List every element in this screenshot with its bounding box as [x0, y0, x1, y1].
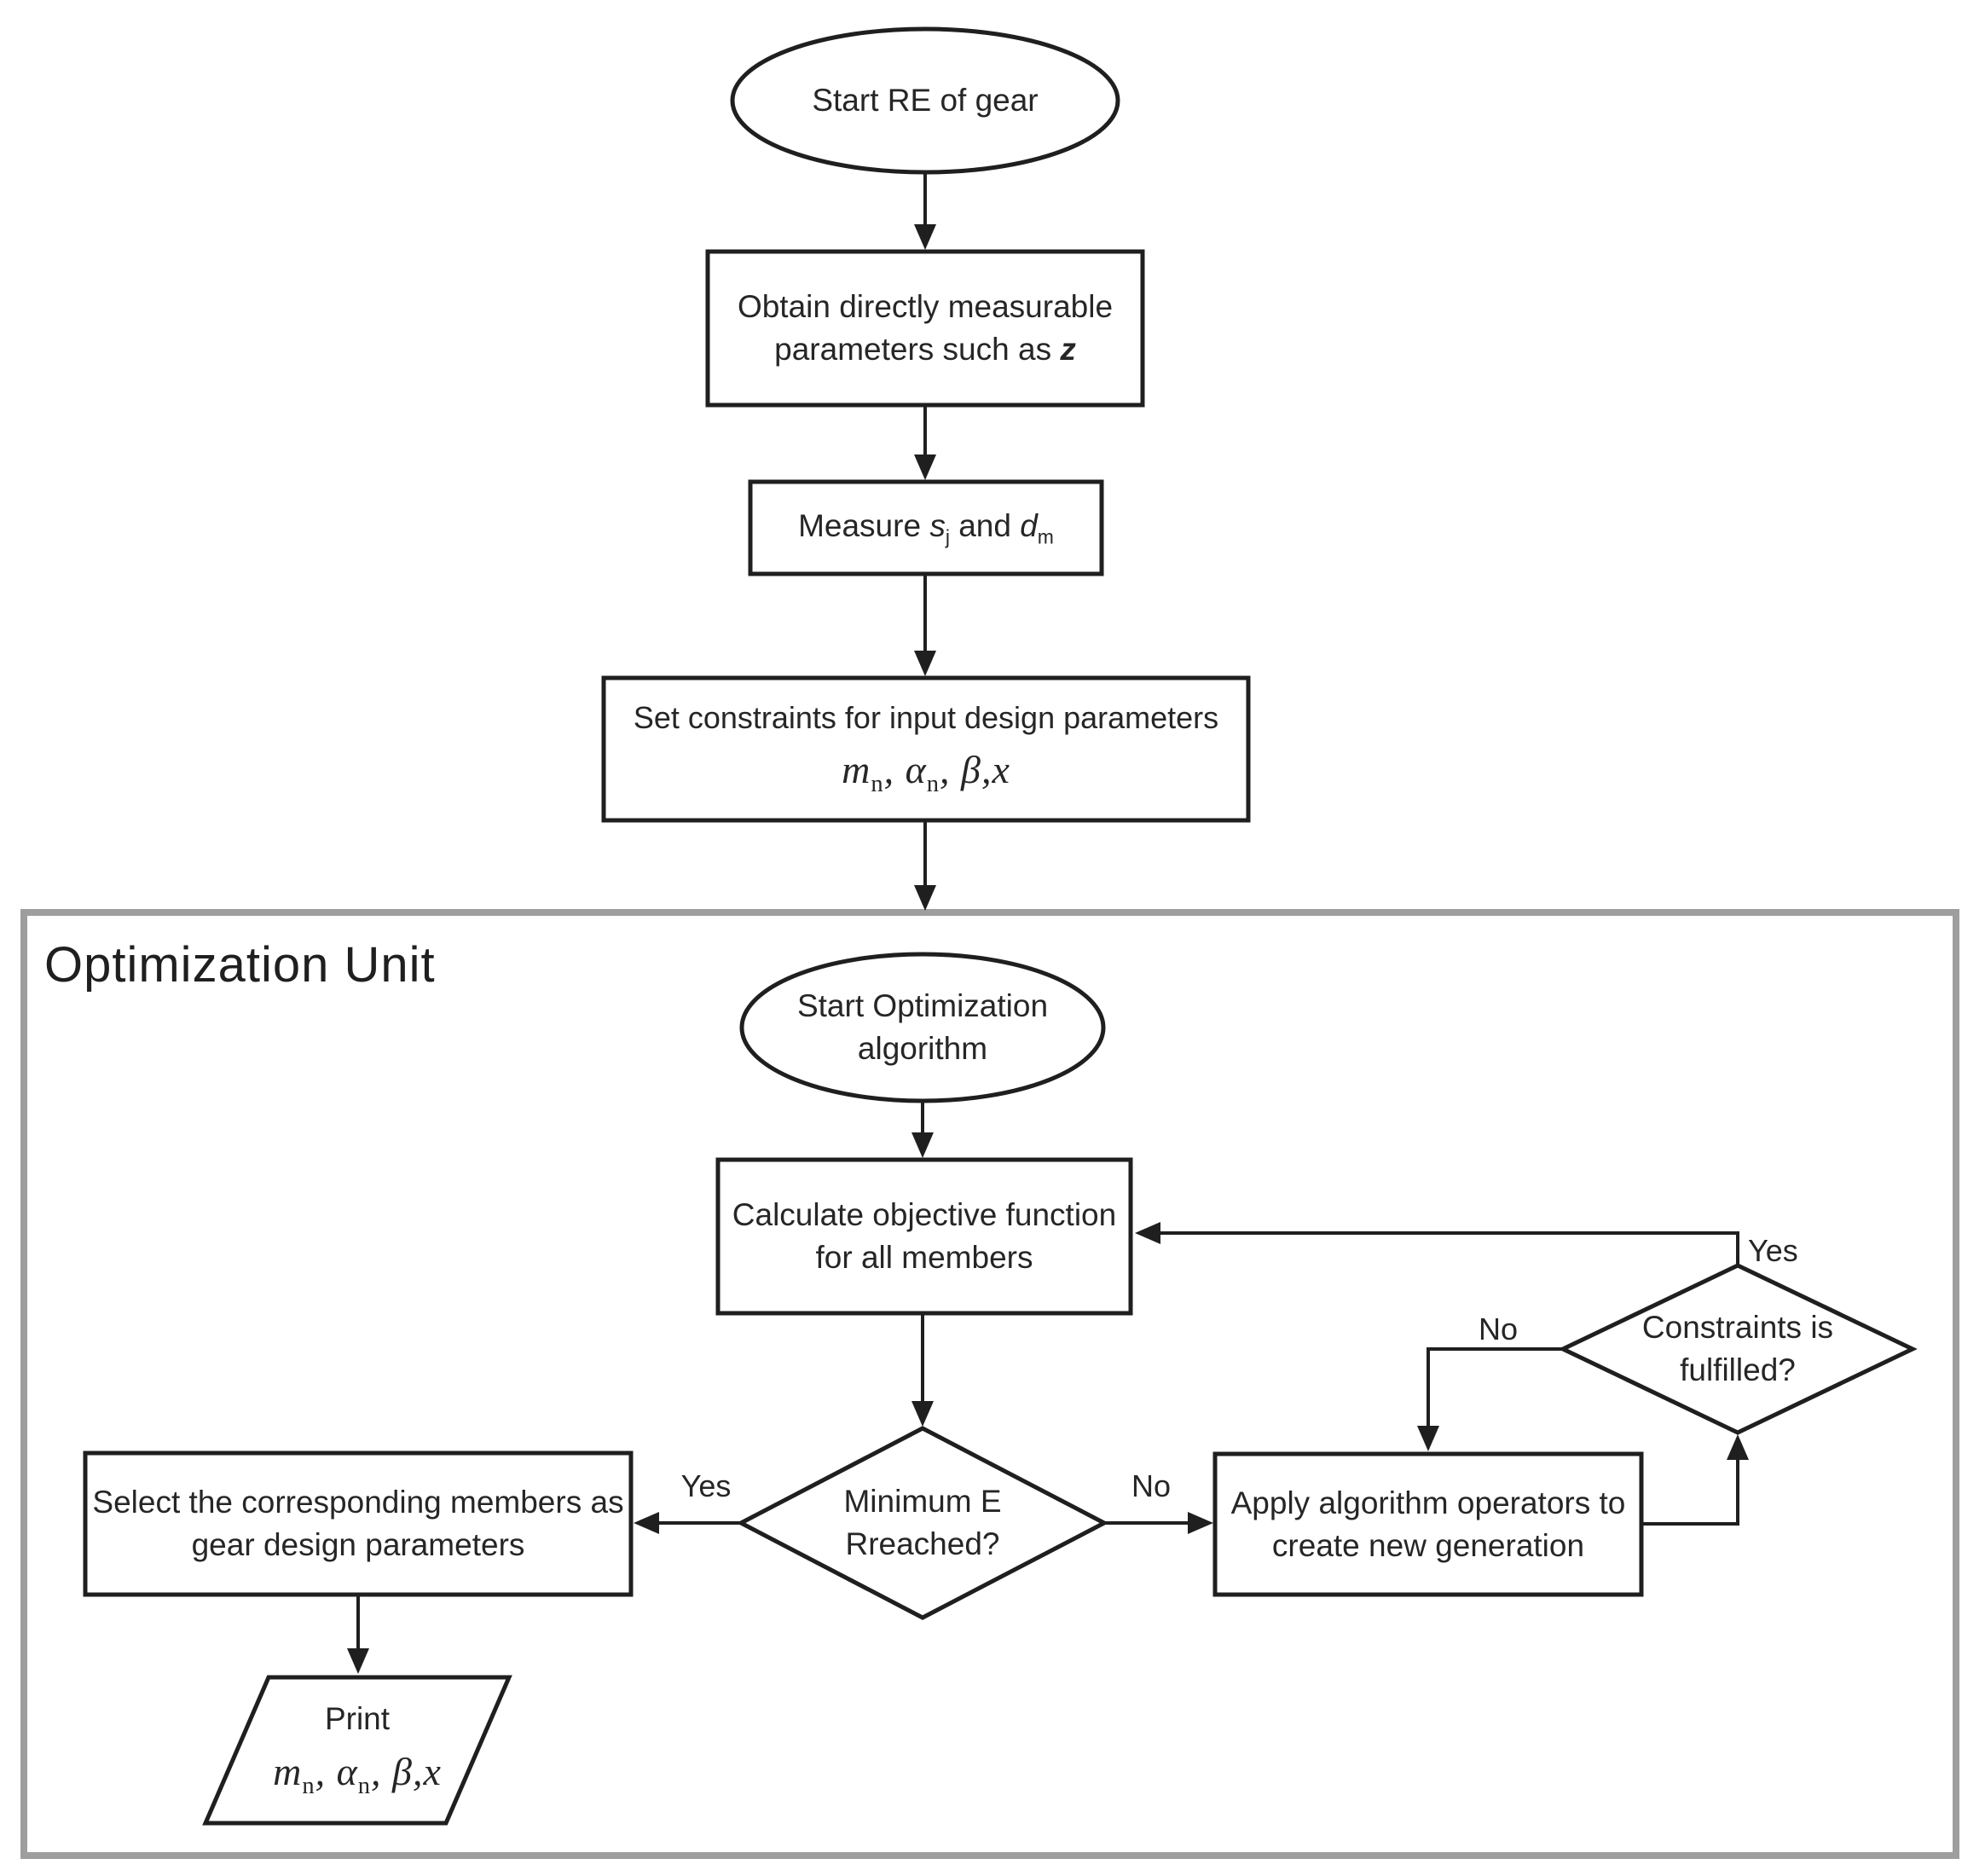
branch-label-constraints-no: No [1478, 1311, 1519, 1346]
print-parameters-math: mn, αn, β,x [273, 1749, 442, 1799]
set-constraints-label: Set constraints for input design paramet… [604, 678, 1248, 820]
start-optimization-terminator-shape [739, 952, 1106, 1103]
select-members-label: Select the corresponding members as gear… [92, 1485, 624, 1562]
calculate-objective-label: Calculate objective function for all mem… [732, 1197, 1117, 1275]
minimum-e-decision-label: Minimum E Rreached? [843, 1484, 1002, 1561]
branch-label-constraints-yes: Yes [1748, 1233, 1798, 1268]
start-terminator-shape [730, 26, 1120, 175]
measure-label: Measure sj and dm [798, 508, 1054, 548]
obtain-parameters-process-shape [705, 249, 1145, 408]
start-terminator-label: Start RE of gear [812, 83, 1039, 119]
print-output-parallelogram-shape [202, 1675, 512, 1826]
obtain-parameters-label: Obtain directly measurable parameters su… [737, 289, 1114, 367]
calculate-objective-process-shape [715, 1157, 1133, 1316]
arrow-constraints-check-no-to-apply [1417, 1347, 1563, 1451]
apply-operators-label: Apply algorithm operators to create new … [1230, 1485, 1626, 1563]
apply-operators-process-shape [1212, 1451, 1644, 1597]
optimization-unit-container [20, 909, 1959, 1859]
select-members-process-shape [83, 1450, 634, 1597]
measure-process-shape [748, 479, 1104, 576]
start-optimization-label: Start Optimization algorithm [796, 988, 1049, 1066]
branch-label-min-e-no: No [1131, 1468, 1172, 1503]
set-constraints-process-shape [601, 675, 1251, 823]
constraints-fulfilled-decision-shape [1558, 1263, 1918, 1435]
optimization-unit-title: Optimization Unit [44, 937, 436, 993]
arrow-apply-to-constraints-check [1641, 1434, 1749, 1526]
design-parameters-math: mn, αn, β,x [842, 747, 1010, 798]
print-output-label: Print mn, αn, β,x [205, 1677, 509, 1823]
branch-label-min-e-yes: Yes [680, 1468, 732, 1503]
arrow-constraints-check-yes-to-calculate [1135, 1222, 1739, 1265]
minimum-e-decision-shape [736, 1426, 1109, 1620]
constraints-fulfilled-decision-label: Constraints is fulfilled? [1641, 1310, 1834, 1387]
